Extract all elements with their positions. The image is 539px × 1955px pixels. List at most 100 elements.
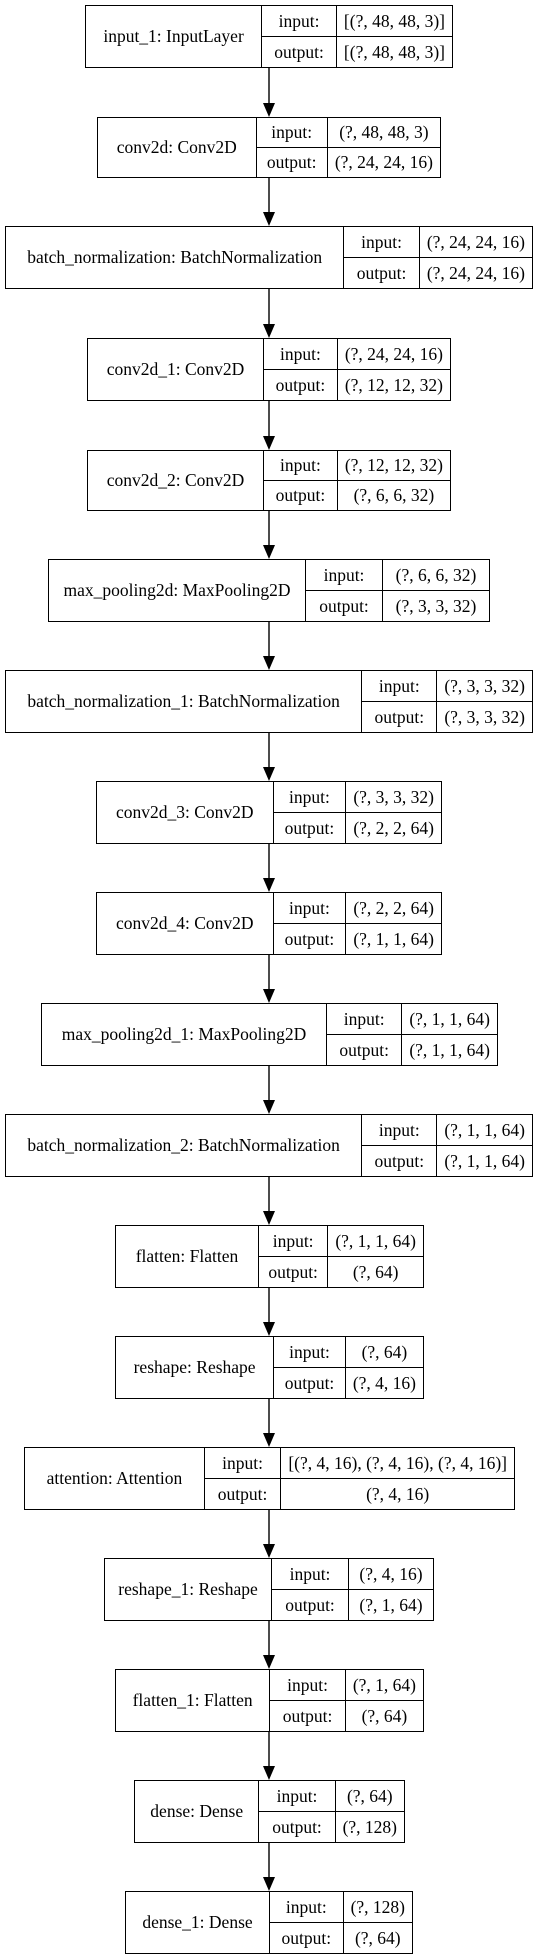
io-keys: input:output: (204, 1448, 282, 1509)
arrowhead (263, 1877, 275, 1891)
arrowhead (263, 1100, 275, 1114)
arrowhead (263, 436, 275, 450)
io-keys: input: output: (274, 1337, 346, 1398)
input-key-label: input: (272, 1559, 348, 1590)
input-shape: (?, 1, 1, 64) (437, 1115, 532, 1146)
output-shape: (?, 1, 1, 64) (444, 1150, 525, 1171)
io-keys: input:output: (272, 1559, 349, 1620)
arrowhead (263, 878, 275, 892)
input-shape: (?, 1, 1, 64) (328, 1226, 423, 1257)
input-key-label: input: (362, 671, 437, 702)
arrowhead (263, 989, 275, 1003)
output-shape: (?, 24, 24, 16) (334, 152, 433, 172)
io-keys: input: output: (270, 1670, 346, 1731)
output-key-label: output: (284, 1372, 335, 1393)
layer-name: attention: Attention (25, 1448, 205, 1509)
arrowhead (263, 212, 275, 226)
output-shape: (?, 4, 16) (366, 1483, 430, 1504)
arrowhead (263, 1211, 275, 1225)
layer-name: input_1: InputLayer (86, 6, 263, 67)
layer-name: reshape_1: Reshape (105, 1559, 272, 1620)
input-key-label: input: (306, 560, 382, 591)
io-values: (?, 12, 12, 32) (?, 6, 6, 32) (337, 451, 450, 510)
io-keys: input: output: (264, 339, 338, 400)
output-shape: (?, 6, 6, 32) (353, 485, 435, 505)
layer-name: dense: Dense (135, 1781, 260, 1842)
input-key-label: input: (326, 1004, 402, 1035)
layer-node: batch_normalization_2: BatchNormalizatio… (5, 1114, 533, 1177)
input-shape: (?, 128) (343, 1892, 412, 1923)
layer-name: flatten_1: Flatten (116, 1670, 271, 1731)
output-key-label: output: (282, 1705, 333, 1726)
layer-name: batch_normalization_1: BatchNormalizatio… (6, 671, 363, 732)
output-key-label: output: (268, 1261, 318, 1282)
io-keys: input:output: (262, 6, 337, 67)
io-keys: input: output: (258, 1226, 329, 1287)
input-key-label: input: (258, 1226, 328, 1257)
input-key-label: input: (273, 782, 346, 813)
input-key-label: input: (264, 339, 337, 370)
input-shape: (?, 3, 3, 32) (437, 671, 532, 702)
io-keys: input:output: (273, 782, 347, 843)
layer-name: conv2d_4: Conv2D (97, 893, 274, 954)
input-shape: [(?, 4, 16), (?, 4, 16), (?, 4, 16)] (281, 1448, 514, 1479)
output-shape: (?, 1, 64) (359, 1594, 423, 1615)
input-shape: (?, 1, 1, 64) (402, 1004, 497, 1035)
input-shape: (?, 24, 24, 16) (419, 227, 532, 258)
input-shape: (?, 6, 6, 32) (383, 560, 489, 591)
io-values: (?, 3, 3, 32) (?, 3, 3, 32) (437, 671, 532, 732)
output-shape: [(?, 48, 48, 3)] (343, 41, 445, 62)
output-shape: (?, 3, 3, 32) (444, 706, 525, 727)
output-key-label: output: (275, 374, 326, 395)
io-values: (?, 2, 2, 64) (?, 1, 1, 64) (346, 893, 441, 954)
input-key-label: input: (264, 451, 337, 481)
output-shape: (?, 24, 24, 16) (426, 262, 525, 283)
io-keys: input:output: (362, 671, 438, 732)
output-shape: (?, 128) (342, 1816, 397, 1837)
layer-node: batch_normalization_1: BatchNormalizatio… (5, 670, 533, 733)
input-shape: (?, 4, 16) (349, 1559, 433, 1590)
input-key-label: input: (270, 1892, 343, 1923)
io-keys: input: output: (264, 451, 338, 510)
output-key-label: output: (339, 1039, 389, 1060)
output-shape: (?, 64) (354, 1927, 401, 1948)
io-keys: input:output: (270, 1892, 344, 1953)
output-key-label: output: (275, 485, 326, 505)
output-key-label: output: (374, 1150, 425, 1171)
output-shape: (?, 1, 1, 64) (353, 928, 434, 949)
input-shape: (?, 12, 12, 32) (337, 451, 450, 481)
output-shape: (?, 12, 12, 32) (344, 374, 443, 395)
output-shape: (?, 2, 2, 64) (353, 817, 434, 838)
io-values: (?, 128) (?, 64) (343, 1892, 412, 1953)
input-shape: (?, 24, 24, 16) (337, 339, 450, 370)
output-key-label: output: (319, 595, 369, 616)
arrowhead (263, 656, 275, 670)
input-shape: (?, 1, 64) (345, 1670, 423, 1701)
output-shape: (?, 4, 16) (352, 1372, 416, 1393)
layer-name: conv2d: Conv2D (98, 118, 257, 177)
output-shape: (?, 64) (361, 1705, 408, 1726)
input-key-label: input: (274, 1337, 345, 1368)
input-shape: (?, 48, 48, 3) (327, 118, 440, 148)
output-key-label: output: (272, 1816, 322, 1837)
io-values: (?, 1, 64) (?, 64) (345, 1670, 423, 1731)
input-shape: (?, 2, 2, 64) (346, 893, 441, 924)
output-key-label: output: (274, 41, 324, 62)
arrowhead (263, 1322, 275, 1336)
io-values: (?, 48, 48, 3) (?, 24, 24, 16) (327, 118, 440, 177)
io-keys: input:output: (273, 893, 347, 954)
layer-name: reshape: Reshape (116, 1337, 275, 1398)
io-values: (?, 1, 1, 64)(?, 64) (328, 1226, 423, 1287)
input-key-label: input: (344, 227, 419, 258)
input-key-label: input: (270, 1670, 345, 1701)
